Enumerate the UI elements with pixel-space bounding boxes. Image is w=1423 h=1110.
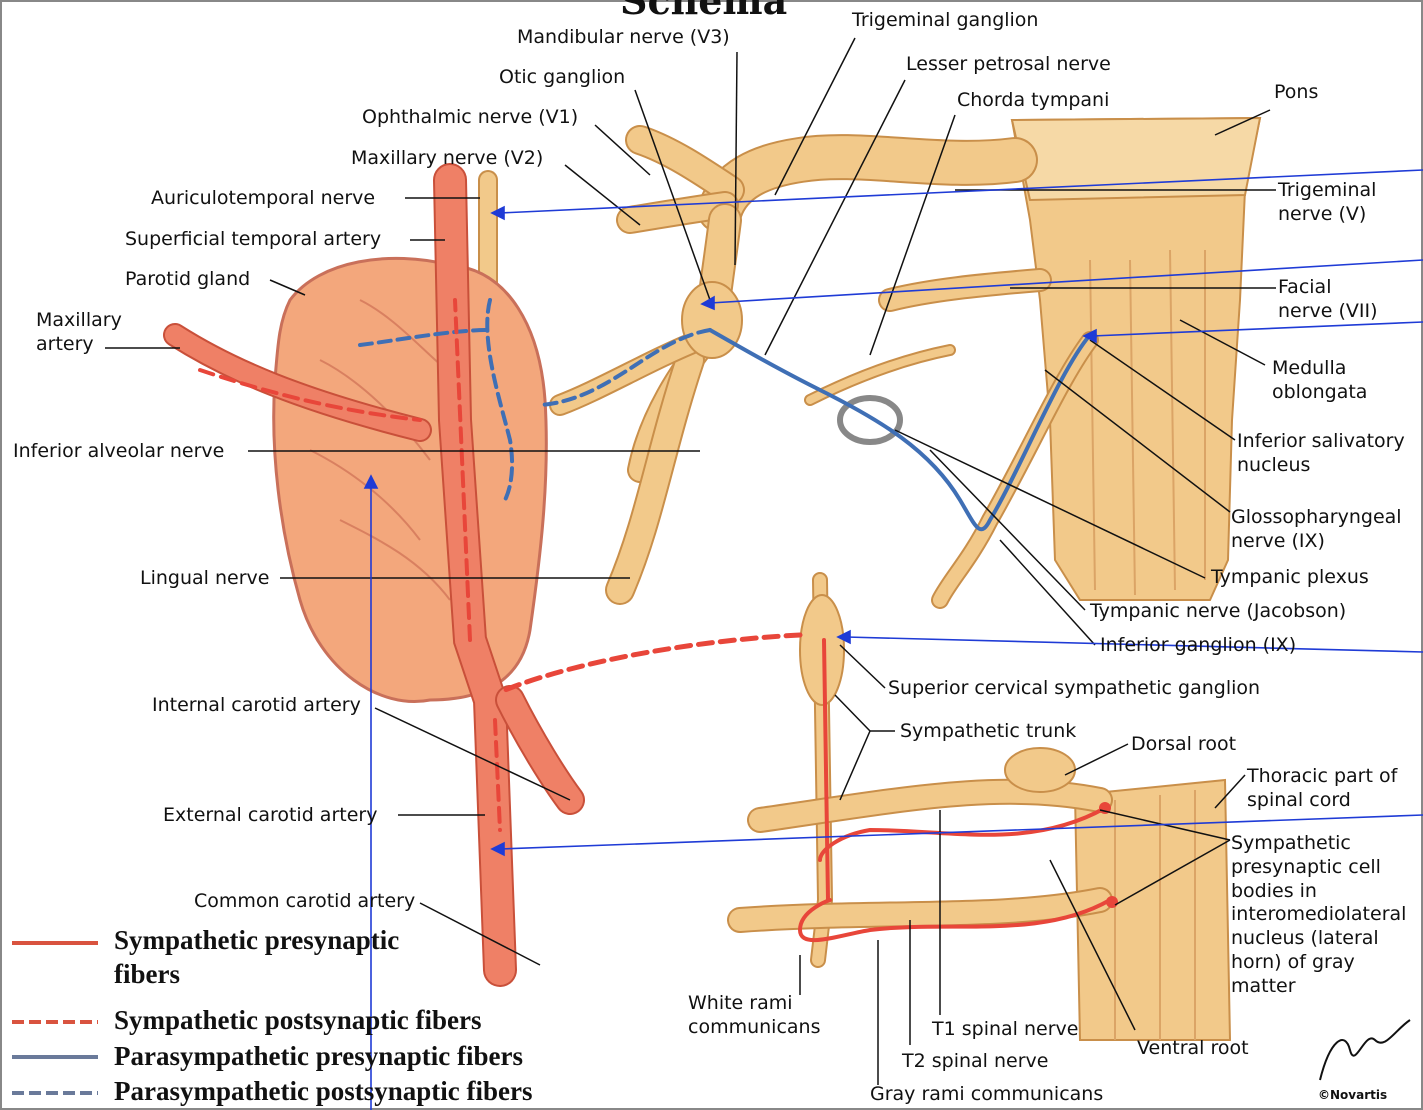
label-tympanic-plexus: Tympanic plexus bbox=[1211, 566, 1369, 590]
label-trigeminal-ganglion: Trigeminal ganglion bbox=[852, 9, 1038, 33]
label-mandibular-nerve: Mandibular nerve (V3) bbox=[517, 26, 730, 50]
label-lingual-nerve: Lingual nerve bbox=[140, 567, 269, 591]
diagram-title: Schema bbox=[620, 0, 787, 23]
copyright-signature: ©Novartis bbox=[1318, 1088, 1387, 1102]
label-superior-cervical-ganglion: Superior cervical sympathetic ganglion bbox=[888, 677, 1260, 701]
otic-ganglion-shape bbox=[682, 282, 742, 358]
label-facial-nerve: Facial nerve (VII) bbox=[1278, 276, 1388, 324]
label-ophthalmic-nerve: Ophthalmic nerve (V1) bbox=[362, 106, 578, 130]
legend-label-para-post: Parasympathetic postsynaptic fibers bbox=[114, 1076, 532, 1107]
label-auriculotemporal-nerve: Auriculotemporal nerve bbox=[151, 187, 375, 211]
parotid-gland-shape bbox=[274, 258, 547, 701]
label-ventral-root: Ventral root bbox=[1137, 1037, 1249, 1061]
label-sympathetic-presynaptic-cell-bodies: Sympathetic presynaptic cell bodies in i… bbox=[1231, 832, 1423, 998]
legend-label-symp-pre: Sympathetic presynaptic fibers bbox=[114, 924, 404, 992]
label-superficial-temporal-artery: Superficial temporal artery bbox=[125, 228, 381, 252]
label-t1-spinal-nerve: T1 spinal nerve bbox=[932, 1018, 1078, 1042]
label-glossopharyngeal-nerve: Glossopharyngeal nerve (IX) bbox=[1231, 506, 1423, 554]
label-maxillary-nerve: Maxillary nerve (V2) bbox=[351, 147, 543, 171]
legend-swatches bbox=[12, 943, 98, 1093]
legend-label-para-pre: Parasympathetic presynaptic fibers bbox=[114, 1041, 523, 1072]
legend-label-symp-post: Sympathetic postsynaptic fibers bbox=[114, 1005, 482, 1036]
label-medulla-oblongata: Medulla oblongata bbox=[1272, 357, 1382, 405]
label-external-carotid-artery: External carotid artery bbox=[163, 804, 377, 828]
label-thoracic-spinal-cord: Thoracic part of spinal cord bbox=[1247, 765, 1417, 813]
label-t2-spinal-nerve: T2 spinal nerve bbox=[902, 1050, 1048, 1074]
label-chorda-tympani: Chorda tympani bbox=[957, 89, 1109, 113]
label-gray-rami-communicans: Gray rami communicans bbox=[870, 1083, 1103, 1107]
legend-item-symp-pre: Sympathetic presynaptic fibers bbox=[114, 924, 404, 992]
label-trigeminal-nerve: Trigeminal nerve (V) bbox=[1278, 179, 1388, 227]
label-inferior-salivatory-nucleus: Inferior salivatory nucleus bbox=[1237, 430, 1423, 478]
label-otic-ganglion: Otic ganglion bbox=[499, 66, 625, 90]
label-pons: Pons bbox=[1274, 81, 1318, 105]
label-inferior-ganglion: Inferior ganglion (IX) bbox=[1100, 634, 1296, 658]
label-white-rami-communicans: White rami communicans bbox=[688, 992, 848, 1040]
label-inferior-alveolar-nerve: Inferior alveolar nerve bbox=[13, 440, 224, 464]
label-maxillary-artery: Maxillary artery bbox=[36, 309, 146, 357]
label-parotid-gland: Parotid gland bbox=[125, 268, 250, 292]
label-internal-carotid-artery: Internal carotid artery bbox=[152, 694, 361, 718]
netter-signature bbox=[1320, 1020, 1410, 1080]
label-dorsal-root: Dorsal root bbox=[1131, 733, 1236, 757]
label-sympathetic-trunk: Sympathetic trunk bbox=[900, 720, 1076, 744]
label-tympanic-nerve: Tympanic nerve (Jacobson) bbox=[1090, 600, 1346, 624]
label-common-carotid-artery: Common carotid artery bbox=[194, 890, 415, 914]
superior-cervical-ganglion-shape bbox=[800, 595, 844, 705]
label-lesser-petrosal-nerve: Lesser petrosal nerve bbox=[906, 53, 1111, 77]
